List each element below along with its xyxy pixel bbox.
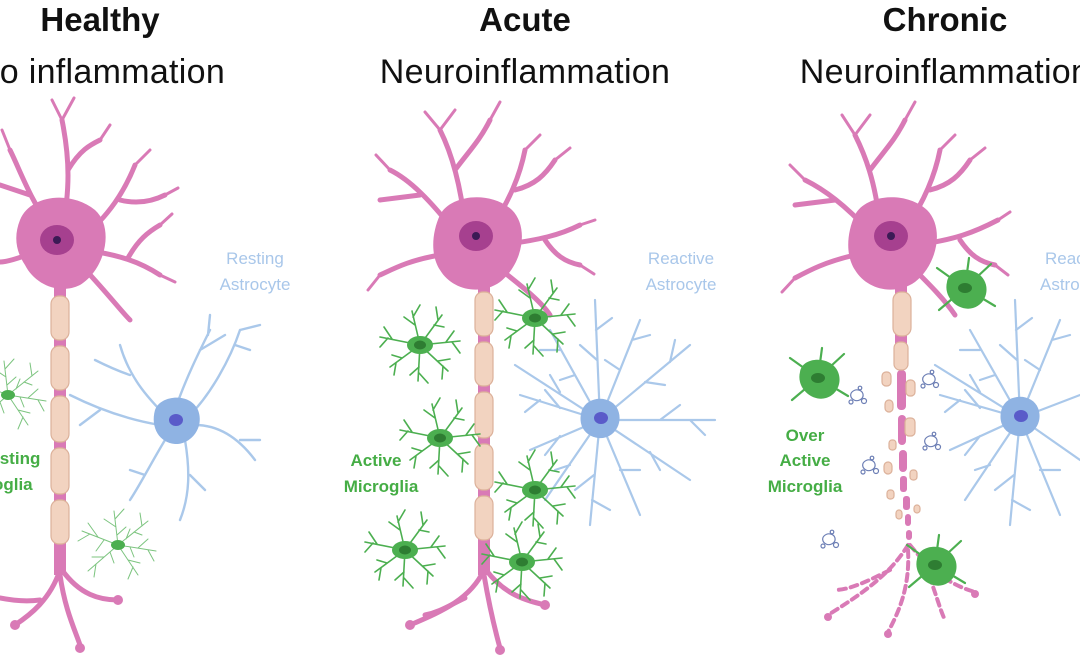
acute-active-microglia-3 (399, 397, 481, 477)
chronic-microglia-label-line2: Active (779, 451, 830, 470)
acute-panel: Reactive Astrocyte Active Microglia (344, 100, 717, 655)
chronic-debris-3 (922, 431, 942, 451)
chronic-overactive-microglia-2 (788, 346, 850, 402)
acute-active-microglia-6 (481, 521, 563, 601)
healthy-resting-microglia-1 (0, 358, 47, 430)
chronic-debris-4 (860, 455, 880, 475)
acute-subtitle: Neuroinflammation (380, 53, 670, 91)
chronic-debris-1 (848, 385, 868, 405)
healthy-subtitle: No inflammation (0, 53, 225, 91)
chronic-astrocyte-label-line1: Reactive (1045, 249, 1080, 268)
chronic-microglia-label-line1: Over (786, 426, 825, 445)
healthy-astrocyte-label-line2: Astrocyte (220, 275, 291, 294)
chronic-title: Chronic (883, 1, 1008, 38)
chronic-microglia-label-line3: Microglia (768, 477, 843, 496)
chronic-myelin-sheath (881, 291, 921, 520)
healthy-resting-microglia-2 (77, 508, 157, 580)
healthy-resting-astrocyte (68, 313, 262, 522)
acute-astrocyte-label-line2: Astrocyte (646, 275, 717, 294)
acute-active-microglia-4 (494, 449, 576, 529)
acute-astrocyte-label-line1: Reactive (648, 249, 714, 268)
chronic-panel: Reactive Astrocyte Over Active Microglia (768, 100, 1080, 638)
acute-microglia-label-line2: Microglia (344, 477, 419, 496)
chronic-subtitle: Neuroinflammation (800, 53, 1080, 91)
healthy-microglia-label-line2: Microglia (0, 475, 33, 494)
chronic-reactive-astrocyte (933, 298, 1080, 527)
chronic-overactive-microglia-3 (905, 533, 967, 589)
healthy-myelin-sheath (50, 295, 70, 545)
acute-title: Acute (479, 1, 571, 38)
acute-reactive-astrocyte (513, 298, 717, 527)
healthy-microglia-label-line1: Resting (0, 449, 40, 468)
chronic-astrocyte-label-line2: Astrocyte (1040, 275, 1080, 294)
chronic-debris-5 (820, 529, 840, 549)
acute-active-microglia-2 (494, 277, 576, 357)
acute-active-microglia-1 (379, 304, 461, 384)
chronic-debris-2 (920, 369, 940, 389)
acute-active-microglia-5 (364, 509, 446, 589)
acute-microglia-label-line1: Active (350, 451, 401, 470)
healthy-title: Healthy (40, 1, 160, 38)
healthy-panel: Resting Astrocyte Resting Microglia (0, 96, 291, 653)
healthy-astrocyte-label-line1: Resting (226, 249, 284, 268)
acute-myelin-sheath (474, 291, 494, 541)
